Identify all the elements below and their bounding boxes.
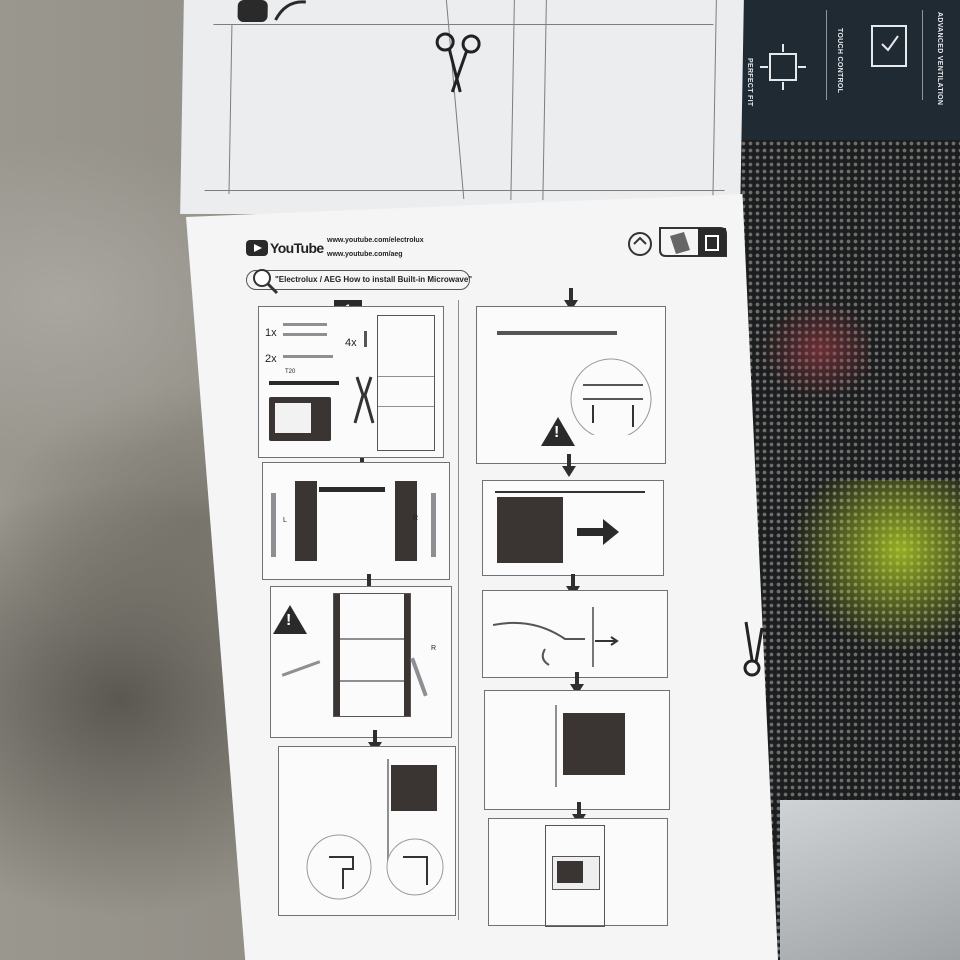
right-side-label: R: [413, 515, 419, 522]
qty-1x: 1x: [265, 327, 277, 339]
rail-part: [283, 323, 327, 326]
step-5-panel: [476, 306, 666, 464]
youtube-url-aeg[interactable]: www.youtube.com/aeg: [327, 251, 403, 258]
screw-icon: [364, 331, 367, 347]
qty-2x: 2x: [265, 353, 277, 365]
white-packaging: [780, 800, 960, 960]
advanced-ventilation-label: ADVANCED VENTILATION: [936, 12, 943, 106]
warning-icon: [273, 605, 307, 634]
scissors-icon: [435, 32, 481, 93]
touch-control-label: TOUCH CONTROL: [836, 28, 843, 94]
arrow-down-icon: [564, 288, 578, 311]
arrow-down-icon: [562, 454, 576, 477]
cabinet-outline: [377, 315, 435, 451]
touch-control-icon: [871, 25, 907, 67]
microwave-icon: [552, 856, 600, 890]
screwdriver-icon: [269, 381, 339, 385]
youtube-url-electrolux[interactable]: www.youtube.com/electrolux: [327, 237, 424, 244]
arrow-right-icon: [577, 519, 619, 545]
template-sheet: [180, 0, 744, 214]
perfect-fit-label: PERFECT FIT: [746, 58, 753, 107]
step-6-panel: [482, 480, 664, 576]
recycle-icon: [628, 227, 727, 257]
step-9-panel: [488, 818, 668, 927]
pliers-icon: [353, 376, 375, 424]
search-bar[interactable]: "Electrolux / AEG How to install Built-i…: [246, 270, 473, 290]
youtube-play-icon: [246, 240, 268, 256]
right-rail-label: R: [431, 645, 437, 652]
step-1-panel: 1x 2x 4x T20: [258, 306, 444, 458]
recycle-icon: [237, 0, 307, 22]
tool-label: T20: [285, 369, 296, 375]
qty-4x: 4x: [345, 337, 357, 349]
product-box-top: ADVANCED VENTILATION TOUCH CONTROL PERFE…: [740, 0, 960, 140]
microwave-icon: [269, 397, 331, 441]
step-8-panel: [484, 690, 670, 810]
left-side-label: L: [283, 517, 287, 524]
instruction-sheet: YouTube www.youtube.com/electrolux www.y…: [186, 194, 778, 960]
scissors-icon: [743, 621, 764, 677]
screwdriver-icon: [497, 331, 617, 335]
step-4-panel: [278, 746, 456, 916]
warning-icon: [541, 417, 575, 446]
search-icon: [253, 269, 279, 295]
youtube-logo: YouTube: [270, 240, 324, 256]
cabinet-outline: [545, 825, 605, 927]
search-query: "Electrolux / AEG How to install Built-i…: [275, 275, 473, 284]
step-7-panel: [482, 590, 668, 678]
rail-part: [283, 333, 327, 336]
cabinet-outline: [333, 593, 411, 717]
step-2-panel: L R: [262, 462, 450, 580]
arrow-down-icon: [570, 672, 584, 695]
bracket-part: [283, 355, 333, 358]
perfect-fit-icon: [760, 44, 806, 90]
step-3-panel: R: [270, 586, 452, 738]
screwdriver-icon: [319, 487, 385, 492]
